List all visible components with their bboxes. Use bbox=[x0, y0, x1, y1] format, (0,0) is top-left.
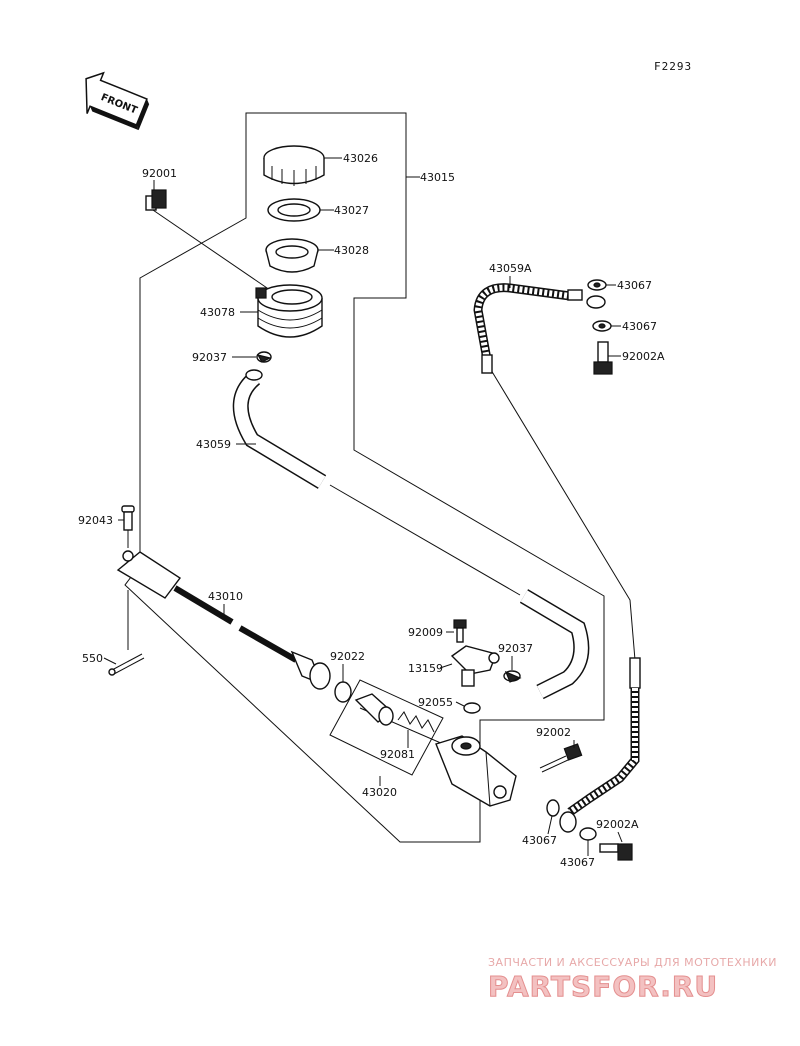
washer-43067-upper-a bbox=[587, 279, 607, 291]
reservoir-43078 bbox=[255, 284, 323, 338]
diaphragm-43028 bbox=[265, 238, 319, 273]
front-arrow-icon: FRONT bbox=[85, 71, 150, 131]
bolt-92002 bbox=[539, 743, 583, 773]
label-92002a-upper: 92002A bbox=[622, 350, 665, 363]
label-92001: 92001 bbox=[142, 167, 177, 180]
leader-hose bbox=[329, 484, 521, 596]
clutch-hose-43059a-lower bbox=[559, 657, 641, 833]
washer-43067-lower-a bbox=[546, 799, 560, 817]
label-550: 550 bbox=[82, 652, 103, 665]
label-92043: 92043 bbox=[78, 514, 113, 527]
fitting-13159 bbox=[450, 645, 500, 687]
circlip-92022 bbox=[334, 681, 352, 703]
clamp-92037-upper bbox=[256, 351, 272, 363]
label-43027: 43027 bbox=[334, 204, 369, 217]
screw-92009 bbox=[453, 619, 467, 643]
diaphragm-plate-43027 bbox=[267, 198, 321, 222]
pin-92043 bbox=[121, 505, 135, 531]
leader-92001 bbox=[149, 207, 271, 291]
banjo-bolt-92002a-lower bbox=[599, 843, 633, 861]
watermark: ЗАПЧАСТИ И АКСЕССУАРЫ ДЛЯ МОТОТЕХНИКИ PA… bbox=[488, 956, 777, 1004]
label-92055: 92055 bbox=[418, 696, 453, 709]
piston-kit-43020 bbox=[354, 693, 435, 733]
diagram-ref-code: F2293 bbox=[654, 60, 692, 73]
label-43067-lower-a: 43067 bbox=[522, 834, 557, 847]
label-43067-lower-b: 43067 bbox=[560, 856, 595, 869]
washer-43067-lower-b bbox=[579, 827, 597, 841]
leader-cable bbox=[487, 364, 636, 661]
label-43067-upper-a: 43067 bbox=[617, 279, 652, 292]
o-ring-92055 bbox=[463, 702, 481, 714]
master-cylinder-body bbox=[435, 735, 517, 807]
label-43010: 43010 bbox=[208, 590, 243, 603]
label-92081: 92081 bbox=[380, 748, 415, 761]
label-43020: 43020 bbox=[362, 786, 397, 799]
label-43015: 43015 bbox=[420, 171, 455, 184]
part-labels: 43026 43015 43027 43028 92001 43078 9203… bbox=[78, 152, 665, 869]
label-13159: 13159 bbox=[408, 662, 443, 675]
pushrod-43010 bbox=[116, 550, 331, 690]
hose-43059 bbox=[232, 369, 327, 489]
reservoir-cap-43026 bbox=[263, 145, 325, 186]
label-92037-lower: 92037 bbox=[498, 642, 533, 655]
label-43028: 43028 bbox=[334, 244, 369, 257]
label-92009: 92009 bbox=[408, 626, 443, 639]
label-92002: 92002 bbox=[536, 726, 571, 739]
label-43059a: 43059A bbox=[489, 262, 532, 275]
assembly-outline-43015 bbox=[124, 112, 605, 843]
washer-43067-upper-b bbox=[592, 320, 612, 332]
banjo-bolt-92002a-upper bbox=[593, 341, 613, 375]
cotter-pin-550 bbox=[108, 653, 145, 676]
label-43059: 43059 bbox=[196, 438, 231, 451]
clamp-92037-lower bbox=[503, 670, 522, 683]
label-43067-upper-b: 43067 bbox=[622, 320, 657, 333]
label-43026: 43026 bbox=[343, 152, 378, 165]
hose-43059-lower bbox=[519, 589, 590, 700]
bolt-92001 bbox=[145, 189, 167, 211]
clutch-hose-43059a bbox=[473, 283, 606, 374]
label-43078: 43078 bbox=[200, 306, 235, 319]
watermark-tagline: ЗАПЧАСТИ И АКСЕССУАРЫ ДЛЯ МОТОТЕХНИКИ bbox=[488, 956, 777, 969]
label-92022: 92022 bbox=[330, 650, 365, 663]
label-92002a-lower: 92002A bbox=[596, 818, 639, 831]
watermark-brand: PARTSFOR.RU bbox=[488, 970, 718, 1003]
label-92037-upper: 92037 bbox=[192, 351, 227, 364]
